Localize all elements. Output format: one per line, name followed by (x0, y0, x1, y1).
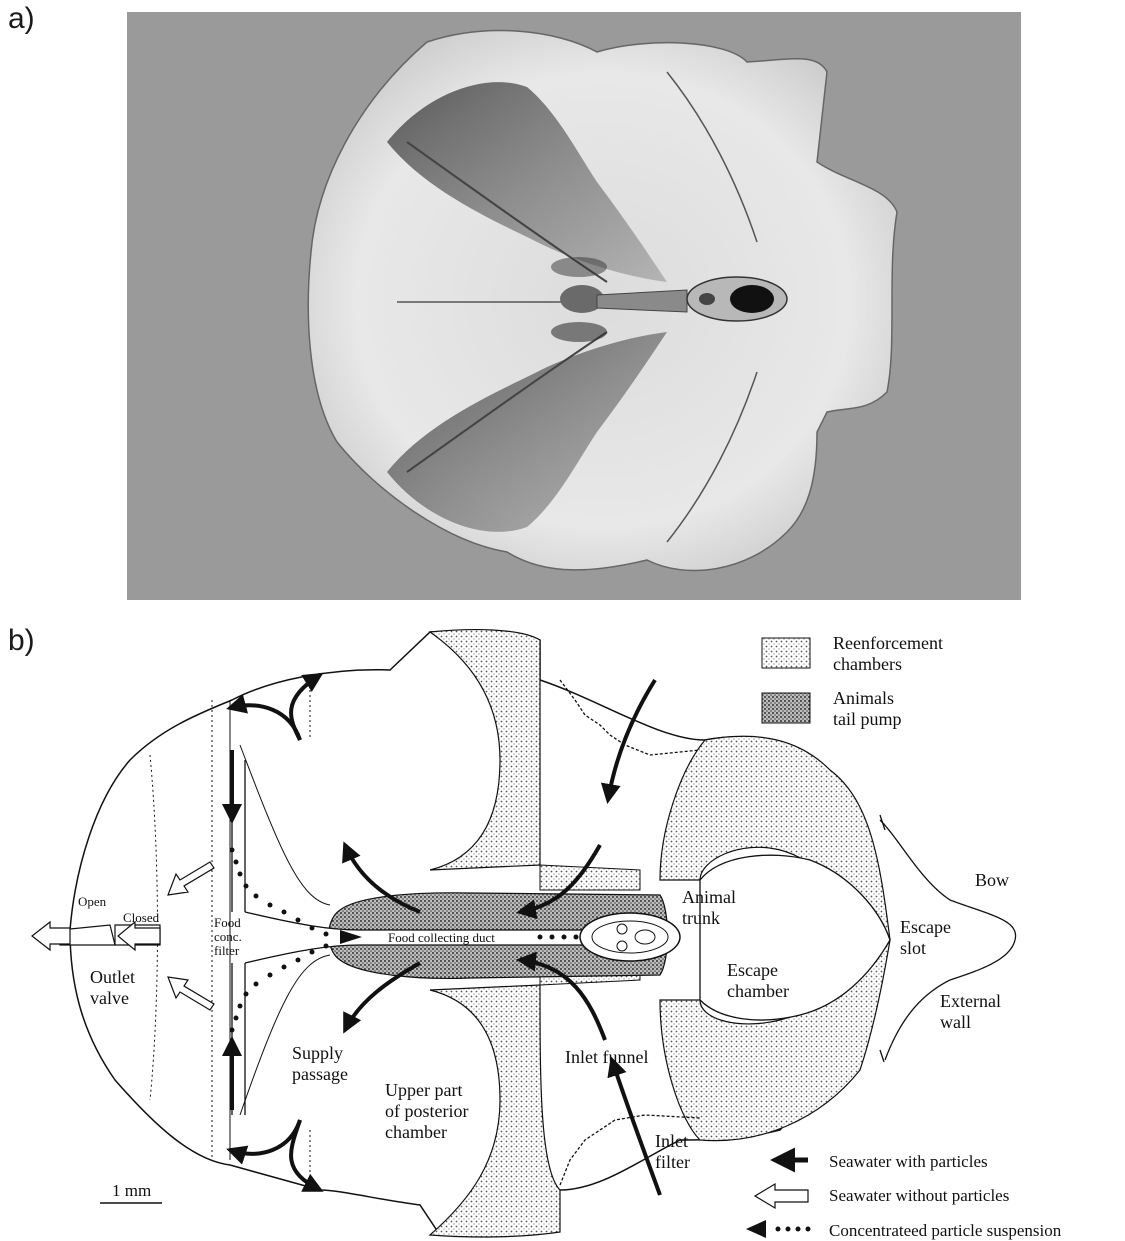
label-external-wall-1: External (940, 991, 1001, 1011)
label-food-conc-1: Food (214, 915, 241, 930)
label-animal-trunk-1: Animal (682, 887, 736, 907)
label-outlet-valve-1: Outlet (90, 967, 135, 987)
label-food-conc-3: filter (214, 943, 240, 958)
label-inlet-filter-2: filter (655, 1152, 690, 1172)
label-escape-slot-2: slot (900, 938, 926, 958)
label-upper-posterior-2: of posterior (385, 1101, 468, 1121)
legend-swatch-reinforcement (762, 638, 810, 668)
arrow-outlet (32, 922, 70, 950)
label-escape-chamber-2: chamber (727, 981, 789, 1001)
legend-arrow-without-particles (755, 1184, 808, 1208)
legend-without-particles: Seawater without particles (829, 1186, 1009, 1205)
legend-swatch-tail-pump (762, 693, 810, 723)
label-inlet-funnel: Inlet funnel (565, 1047, 648, 1067)
legend-tail-pump-line2: tail pump (833, 709, 902, 729)
label-escape-slot-1: Escape (900, 917, 951, 937)
label-food-collecting-duct: Food collecting duct (388, 930, 495, 945)
label-animal-trunk-2: trunk (682, 908, 720, 928)
label-outlet-valve-2: valve (90, 988, 129, 1008)
label-inlet-filter-1: Inlet (655, 1131, 688, 1151)
label-supply-passage-2: passage (292, 1064, 348, 1084)
legend-reinforcement-line1: Reenforcement (833, 633, 943, 653)
legend-concentrated: Concentrateed particle suspension (829, 1221, 1062, 1240)
legend-with-particles: Seawater with particles (829, 1152, 988, 1171)
legend-tail-pump-line1: Animals (833, 688, 894, 708)
label-upper-posterior-1: Upper part (385, 1080, 462, 1100)
label-open: Open (78, 894, 107, 909)
legend-reinforcement-line2: chambers (833, 654, 902, 674)
label-closed: Closed (123, 910, 160, 925)
label-bow: Bow (975, 870, 1009, 890)
label-food-conc-2: conc. (214, 929, 242, 944)
label-upper-posterior-3: chamber (385, 1122, 447, 1142)
legend-arrow-concentrated (746, 1220, 811, 1238)
label-external-wall-2: wall (940, 1012, 971, 1032)
label-supply-passage-1: Supply (292, 1043, 343, 1063)
label-scale-bar: 1 mm (112, 1181, 151, 1200)
label-escape-chamber-1: Escape (727, 960, 778, 980)
